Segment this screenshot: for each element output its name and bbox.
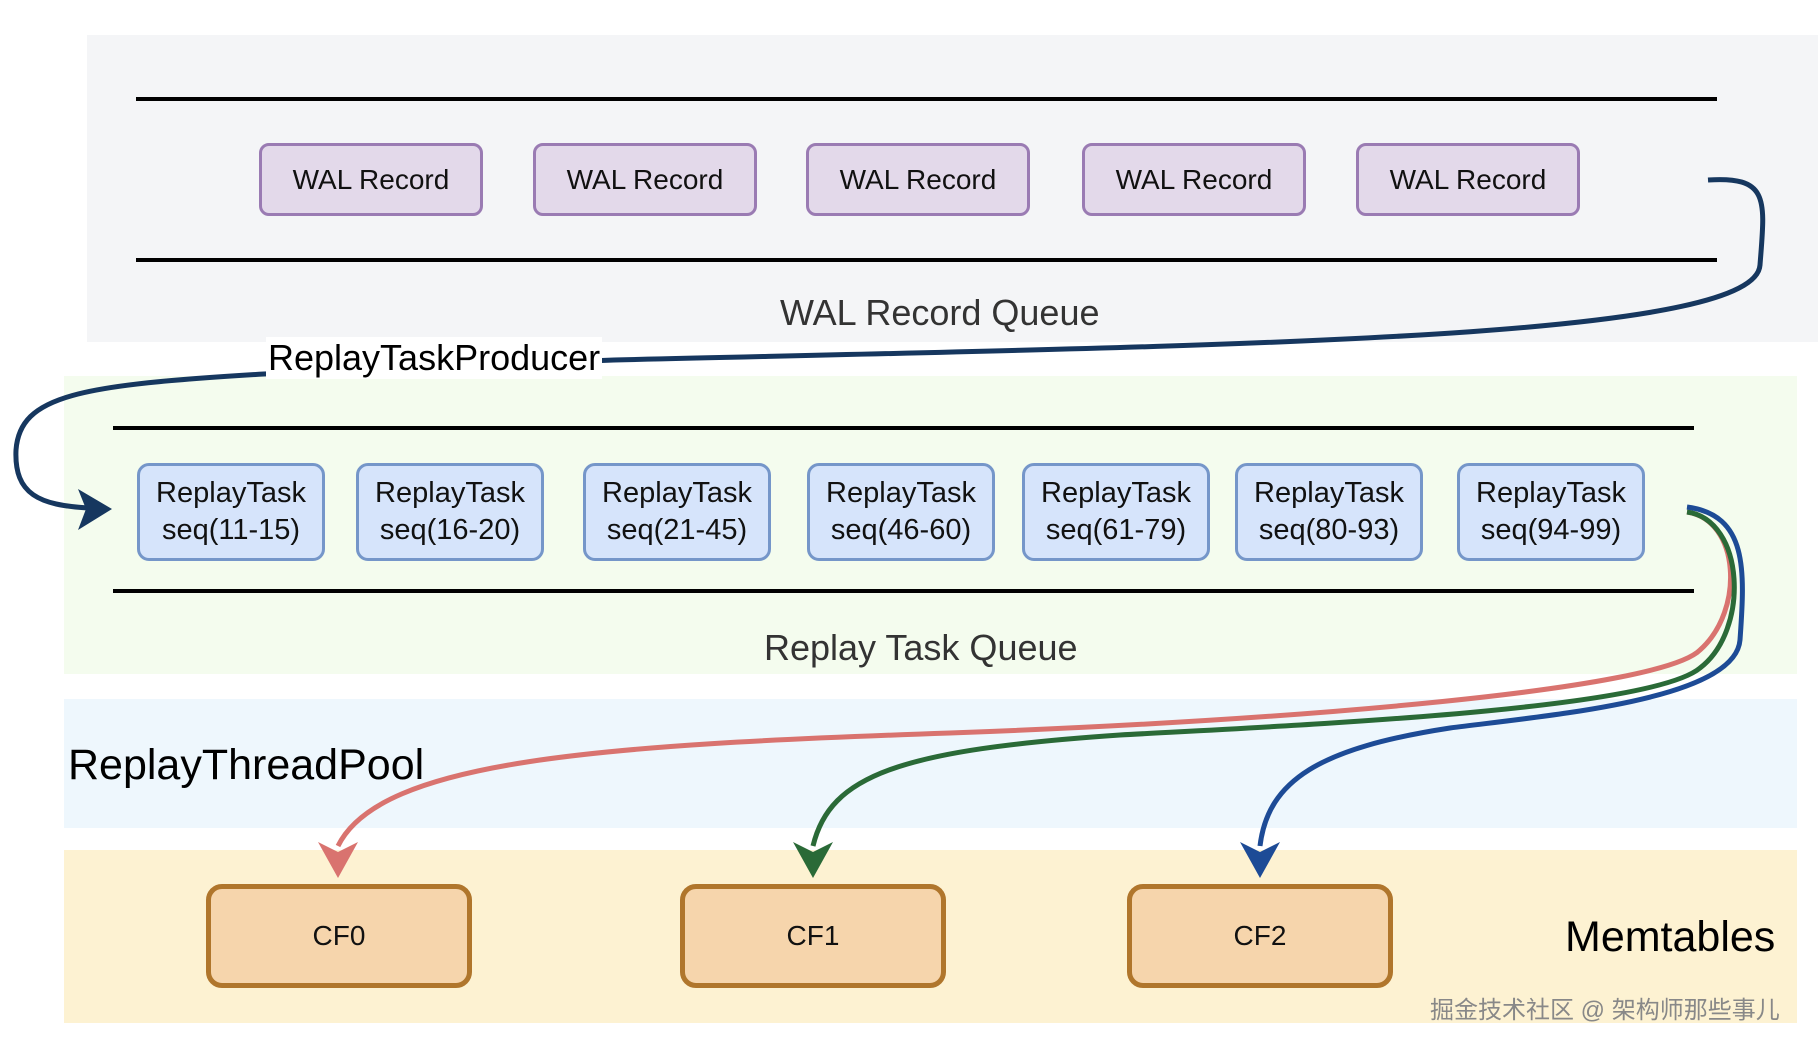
cf1-arrowhead [793, 842, 833, 878]
producer-arrow [13, 177, 1766, 511]
cf-box-cf0: CF0 [206, 884, 472, 988]
producer-arrowhead [78, 489, 112, 530]
cf1-arrow [810, 509, 1737, 847]
cf2-arrowhead [1240, 842, 1280, 878]
replay-task-name: ReplayTask [1476, 477, 1626, 509]
replay-task: ReplayTask seq(80-93) [1235, 463, 1423, 561]
replay-task: ReplayTask seq(21-45) [583, 463, 771, 561]
replay-task-seq: seq(80-93) [1258, 514, 1400, 546]
replay-task-seq: seq(21-45) [606, 514, 748, 546]
replay-task: ReplayTask seq(16-20) [356, 463, 544, 561]
replay-task-name: ReplayTask [826, 477, 976, 509]
cf0-arrow [335, 509, 1734, 848]
replay-task-seq: seq(11-15) [161, 514, 301, 546]
replay-thread-pool-label: ReplayThreadPool [68, 741, 425, 789]
wal-record: WAL Record [1356, 143, 1580, 216]
wal-queue-label: WAL Record Queue [780, 292, 1100, 333]
replay-task-seq: seq(16-20) [379, 514, 521, 546]
replay-task-name: ReplayTask [1254, 477, 1404, 509]
replay-task-name: ReplayTask [156, 477, 306, 509]
replay-task-name: ReplayTask [375, 477, 525, 509]
replay-task-seq: seq(61-79) [1045, 514, 1187, 546]
wal-record: WAL Record [806, 143, 1030, 216]
replay-task: ReplayTask seq(61-79) [1022, 463, 1210, 561]
replay-task-seq: seq(46-60) [830, 514, 972, 546]
wal-record: WAL Record [533, 143, 757, 216]
replay-task: ReplayTask seq(46-60) [807, 463, 995, 561]
replay-task-name: ReplayTask [602, 477, 752, 509]
replay-task-seq: seq(94-99) [1480, 514, 1622, 546]
wal-queue-bottom-line [136, 258, 1717, 262]
replay-task: ReplayTask seq(94-99) [1457, 463, 1645, 561]
cf-box-cf2: CF2 [1127, 884, 1393, 988]
replay-task: ReplayTask seq(11-15) [137, 463, 325, 561]
replay-task-producer-label: ReplayTaskProducer [266, 337, 603, 379]
cf2-arrow [1257, 504, 1745, 847]
memtables-label: Memtables [1565, 913, 1776, 961]
wal-record: WAL Record [259, 143, 483, 216]
cf0-arrowhead [318, 842, 358, 878]
watermark: 掘金技术社区 @ 架构师那些事儿 [1430, 997, 1780, 1024]
replay-task-name: ReplayTask [1041, 477, 1191, 509]
cf-box-cf1: CF1 [680, 884, 946, 988]
wal-queue-top-line [136, 97, 1717, 101]
replay-queue-top-line [113, 426, 1694, 430]
replay-queue-bottom-line [113, 589, 1694, 593]
replay-queue-label: Replay Task Queue [764, 627, 1078, 668]
wal-record: WAL Record [1082, 143, 1306, 216]
